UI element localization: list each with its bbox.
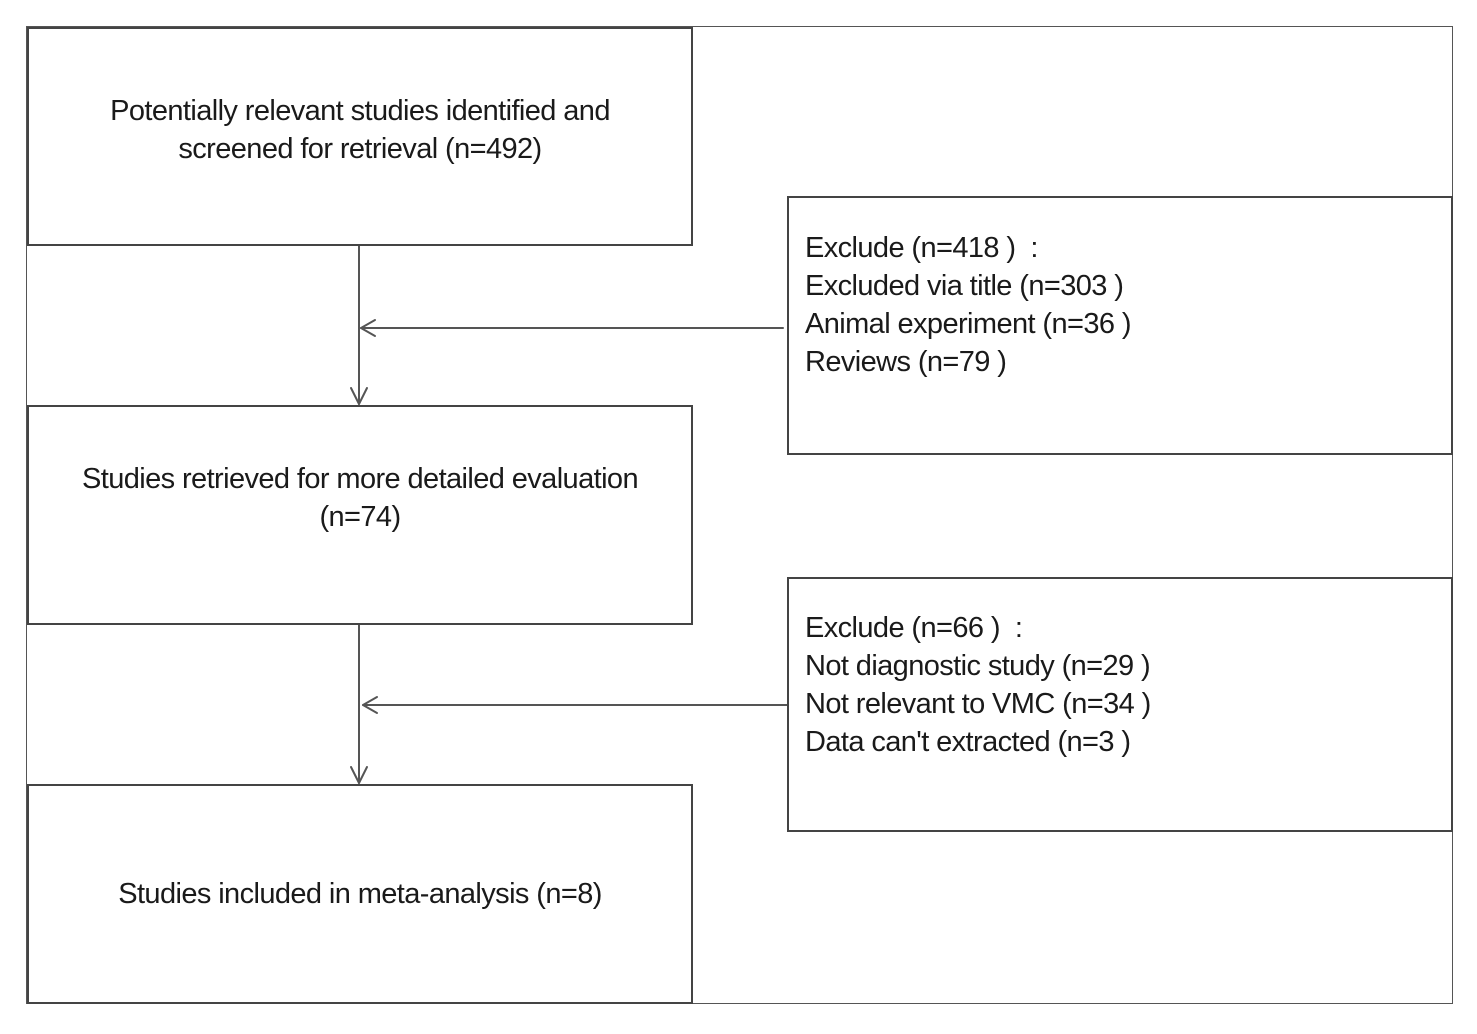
retrieved-studies-line-1: Studies retrieved for more detailed eval… [82, 462, 639, 495]
first-exclusion-reviews: Reviews (n=79 ) [805, 345, 1007, 378]
outer-frame [26, 26, 1453, 1004]
first-exclusion-total: Exclude (n=418 ) : [805, 231, 1038, 264]
second-exclusion-data: Data can't extracted (n=3 ) [805, 725, 1131, 758]
identified-studies-box: Potentially relevant studies identified … [27, 27, 693, 246]
identified-studies-line-1: Potentially relevant studies identified … [110, 94, 610, 127]
first-exclusion-box: Exclude (n=418 ) : Excluded via title (n… [787, 196, 1453, 455]
second-exclusion-not-relevant: Not relevant to VMC (n=34 ) [805, 687, 1151, 720]
second-exclusion-not-diagnostic: Not diagnostic study (n=29 ) [805, 649, 1151, 682]
included-studies-box: Studies included in meta-analysis (n=8) [27, 784, 693, 1004]
identified-studies-line-2: screened for retrieval (n=492) [178, 132, 542, 165]
first-exclusion-animal: Animal experiment (n=36 ) [805, 307, 1132, 340]
retrieved-studies-line-2: (n=74) [319, 500, 401, 533]
second-exclusion-box: Exclude (n=66 ) : Not diagnostic study (… [787, 577, 1453, 832]
included-studies-line-1: Studies included in meta-analysis (n=8) [118, 878, 602, 910]
first-exclusion-title: Excluded via title (n=303 ) [805, 269, 1124, 302]
second-exclusion-total: Exclude (n=66 ) : [805, 611, 1023, 644]
retrieved-studies-box: Studies retrieved for more detailed eval… [27, 405, 693, 625]
